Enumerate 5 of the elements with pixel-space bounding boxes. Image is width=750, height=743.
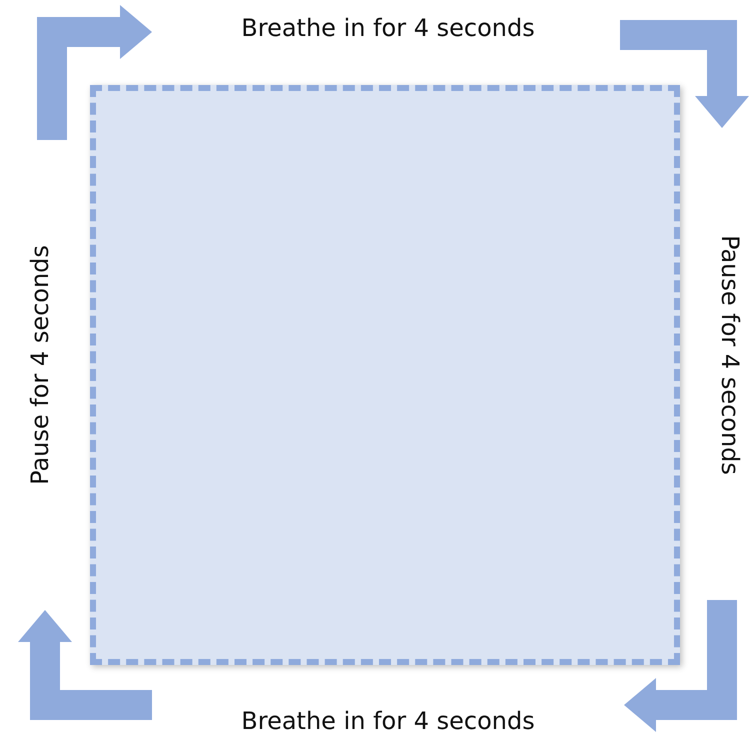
step-label: Pause for 4 seconds <box>26 245 54 485</box>
step-label: Breathe in for 4 seconds <box>241 14 535 42</box>
dashed-square <box>90 85 680 665</box>
step-label: Pause for 4 seconds <box>716 235 744 475</box>
step-label: Breathe in for 4 seconds <box>241 707 535 735</box>
